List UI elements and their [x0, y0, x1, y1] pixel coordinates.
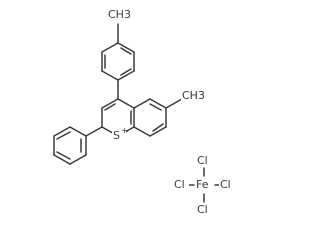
svg-text:Cl: Cl	[197, 154, 208, 167]
benzo-ring	[133, 98, 183, 137]
svg-text:Cl: Cl	[220, 178, 231, 191]
svg-text:Cl: Cl	[174, 178, 185, 191]
chemical-structure-diagram: CH3 CH3 S + Fe Cl Cl Cl	[53, 8, 235, 216]
chlorine-bottom-label: Cl	[196, 203, 212, 216]
chlorine-top-label: Cl	[196, 154, 212, 167]
svg-text:CH3: CH3	[182, 89, 205, 102]
iron-label: Fe	[195, 177, 213, 191]
svg-text:CH3: CH3	[108, 8, 131, 21]
svg-text:Cl: Cl	[197, 203, 208, 216]
tolyl-ring	[101, 23, 135, 81]
ferrate-anion: Fe Cl Cl Cl Cl	[173, 154, 235, 216]
svg-text:Fe: Fe	[196, 178, 209, 191]
methyl-top-label: CH3	[108, 8, 131, 21]
svg-text:+: +	[121, 126, 128, 135]
chlorine-left-label: Cl	[173, 177, 189, 191]
chlorine-right-label: Cl	[219, 177, 235, 191]
phenyl-ring	[53, 126, 103, 165]
thiochromenylium-cation: CH3 CH3 S +	[53, 8, 205, 165]
sulfur-label: S +	[112, 126, 128, 142]
svg-text:S: S	[113, 129, 120, 142]
methyl-right-label: CH3	[181, 89, 205, 102]
